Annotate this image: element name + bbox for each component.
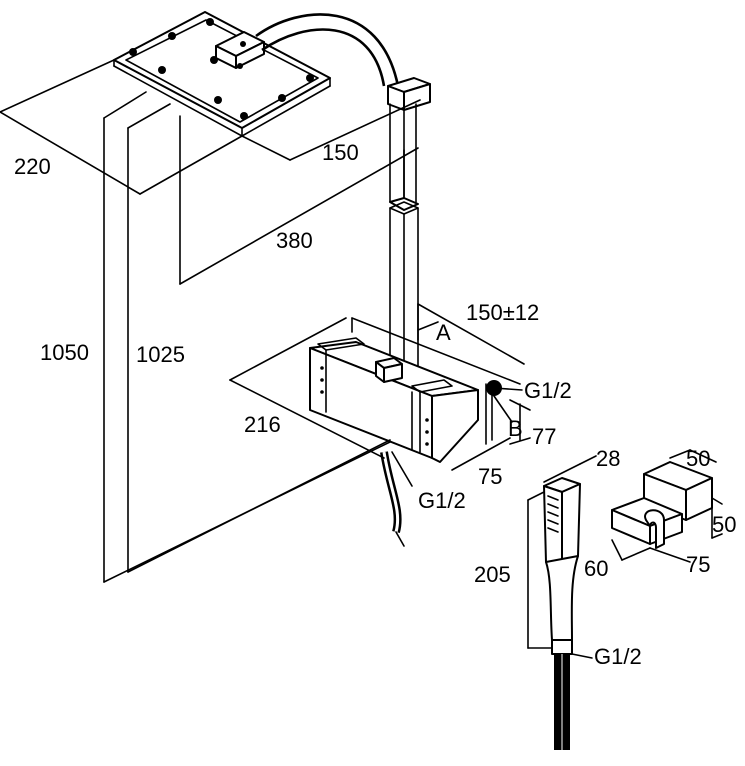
dim-60: 60 (584, 556, 608, 581)
dim-216: 216 (244, 412, 281, 437)
riser-pipe (389, 103, 419, 371)
curved-shower-arm (255, 13, 400, 87)
label-a: A (436, 320, 451, 345)
mixer-body (309, 337, 479, 463)
wall-bracket (351, 317, 521, 445)
dim-50-top: 50 (686, 446, 710, 471)
dim-50-right: 50 (712, 512, 736, 537)
dim-28: 28 (596, 446, 620, 471)
dim-150-head: 150 (322, 140, 359, 165)
hose-under-mixer (380, 451, 405, 547)
leader-lines (391, 321, 593, 659)
hand-shower-holder (611, 461, 713, 549)
dim-77: 77 (532, 424, 556, 449)
dim-1050: 1050 (40, 340, 89, 365)
hand-shower (543, 477, 581, 750)
label-b: B (508, 416, 523, 441)
dim-75-holder: 75 (686, 552, 710, 577)
shower-head-plate (113, 11, 331, 137)
dim-220: 220 (14, 154, 51, 179)
dim-205: 205 (474, 562, 511, 587)
head-connector-block (215, 31, 265, 69)
dimension-lines (0, 59, 723, 649)
riser-collar (387, 77, 431, 111)
dim-150pm12: 150±12 (466, 300, 539, 325)
dim-1025: 1025 (136, 342, 185, 367)
label-g-right: G1/2 (524, 378, 572, 403)
label-g-bottom: G1/2 (418, 488, 466, 513)
label-g-hand: G1/2 (594, 644, 642, 669)
dim-380: 380 (276, 228, 313, 253)
dim-75-mixer: 75 (478, 464, 502, 489)
